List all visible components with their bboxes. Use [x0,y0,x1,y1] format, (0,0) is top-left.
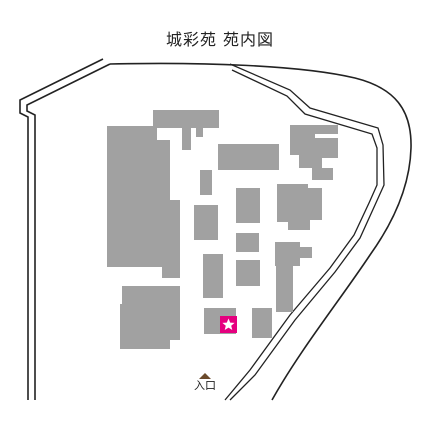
building-center-tall [236,188,260,223]
building-center-lower [236,260,260,286]
triangle-up-icon [199,373,211,379]
entrance-label: 入口 [194,379,216,392]
inner-pathway [224,63,385,401]
building-north-small [196,127,203,137]
entrance-marker: 入口 [190,373,220,392]
building-large-southwest [120,286,180,349]
buildings [107,110,338,349]
star-icon [222,318,235,330]
map-title: 城彩苑 苑内図 [165,30,275,49]
building-west-lower [203,254,223,298]
building-northeast [290,125,338,180]
building-center-small [236,233,259,252]
building-north-stem [182,128,191,150]
building-main-hall [107,126,180,278]
building-east-lower [275,242,312,266]
building-north-center [218,144,279,170]
building-east-block [277,184,322,230]
left-boundary-wall [19,58,111,400]
outer-boundary [109,62,412,401]
building-narrow-west [200,170,212,195]
building-east-bottom [276,266,293,312]
building-north-long [153,110,219,128]
building-west-mid [194,205,218,240]
building-southeast-small [252,308,272,338]
current-location-marker [220,316,237,333]
